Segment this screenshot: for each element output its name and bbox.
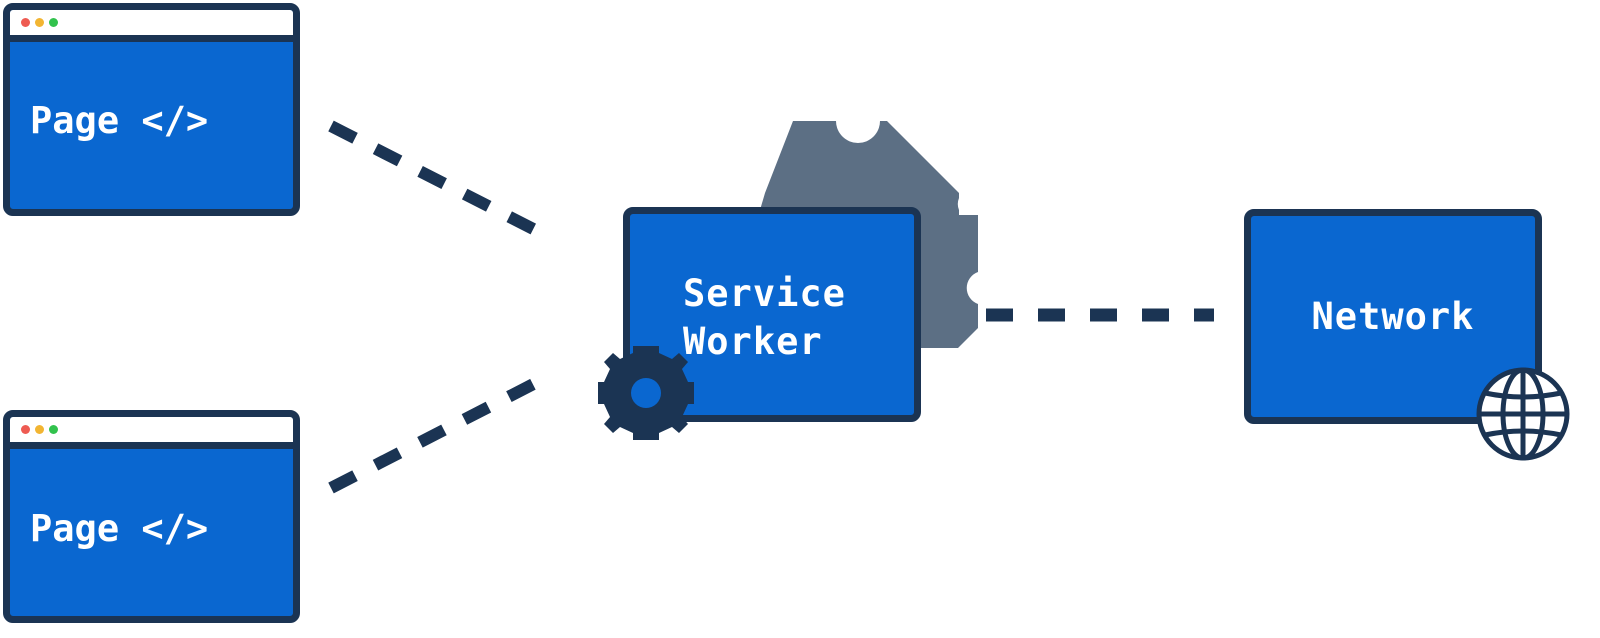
service-worker-label-line1: Service (683, 272, 846, 315)
service-worker-label-line2: Worker (683, 320, 823, 363)
page-window-2: Page </> (3, 410, 300, 623)
browser-title-bar (10, 417, 293, 449)
connector-page1-to-service-worker (328, 120, 552, 243)
page-window-1: Page </> (3, 3, 300, 216)
close-dot-icon (21, 18, 30, 27)
browser-title-bar (10, 10, 293, 42)
page-label: Page </> (30, 99, 209, 142)
maximize-dot-icon (49, 425, 58, 434)
maximize-dot-icon (49, 18, 58, 27)
minimize-dot-icon (35, 18, 44, 27)
service-worker-label: Service Worker (683, 270, 846, 366)
connector-page2-to-service-worker (328, 370, 552, 494)
close-dot-icon (21, 425, 30, 434)
network-label: Network (1311, 295, 1475, 338)
page-label: Page </> (30, 507, 209, 550)
minimize-dot-icon (35, 425, 44, 434)
